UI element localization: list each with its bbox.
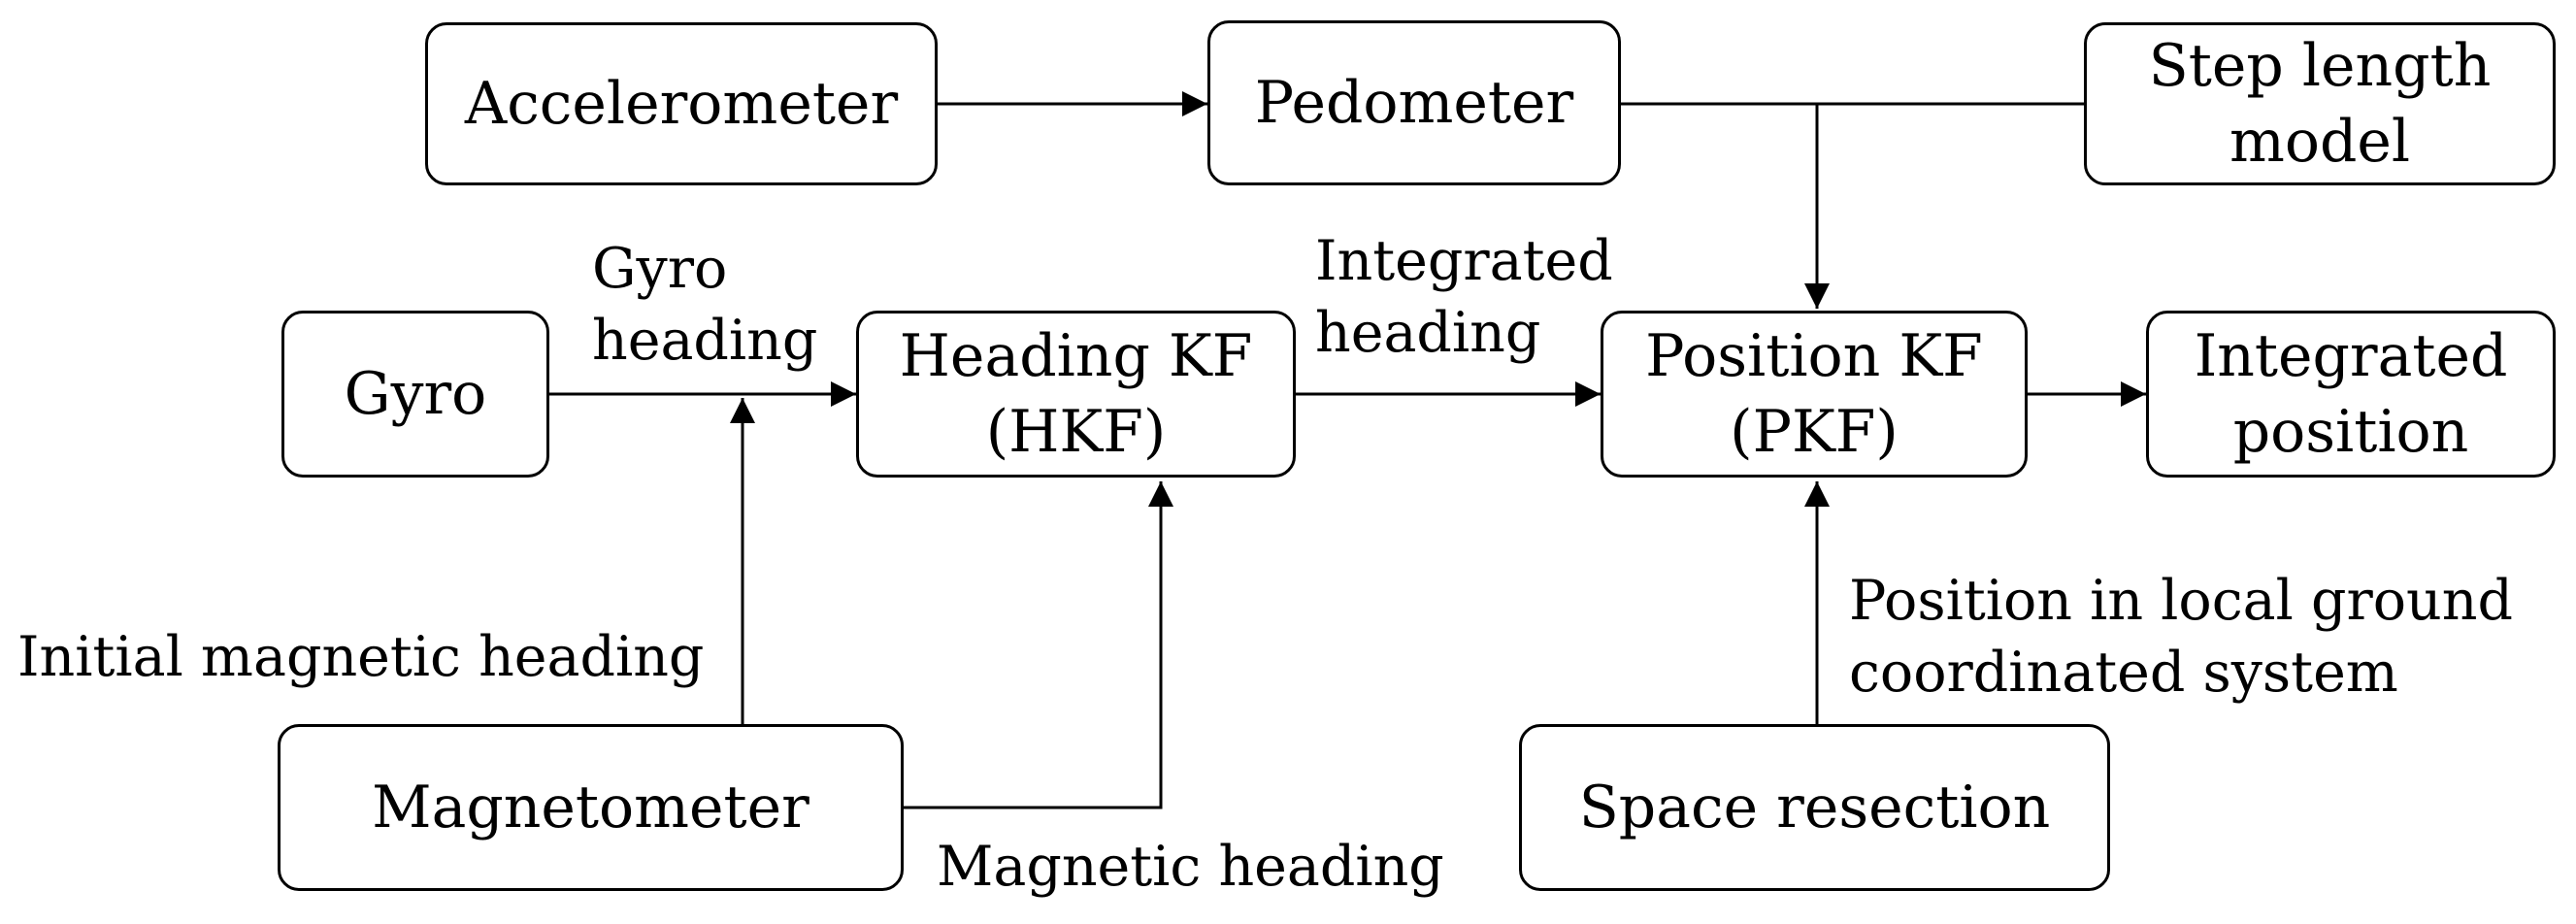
integrated-position-box: Integrated position	[2146, 311, 2556, 478]
heading-kf-box: Heading KF (HKF)	[856, 311, 1296, 478]
arrow-magnetometer-to-heading-kf	[904, 481, 1173, 809]
position-kf-label-line2: (PKF)	[1730, 398, 1899, 466]
gyro-heading-label: Gyro heading	[592, 237, 818, 374]
step-length-model-box: Step length model	[2084, 22, 2556, 185]
integrated-heading-label: Integrated heading	[1315, 229, 1613, 366]
integrated-position-label-line2: position	[2232, 398, 2469, 466]
initial-magnetic-heading-label: Initial magnetic heading	[17, 625, 705, 689]
accelerometer-box: Accelerometer	[425, 22, 938, 185]
heading-kf-label-line1: Heading KF	[899, 322, 1253, 390]
space-resection-label: Space resection	[1578, 774, 2051, 842]
space-resection-box: Space resection	[1519, 724, 2110, 891]
magnetometer-box: Magnetometer	[278, 724, 904, 891]
gyro-box: Gyro	[281, 311, 549, 478]
gyro-label: Gyro	[344, 360, 487, 428]
pedometer-label: Pedometer	[1254, 69, 1574, 137]
heading-kf-label-line2: (HKF)	[985, 398, 1167, 466]
step-length-model-label-line2: model	[2229, 108, 2411, 176]
position-local-label: Position in local ground coordinated sys…	[1849, 569, 2513, 706]
magnetic-heading-label: Magnetic heading	[937, 835, 1444, 899]
integrated-position-label-line1: Integrated	[2194, 322, 2508, 390]
position-kf-label-line1: Position KF	[1645, 322, 1983, 390]
pedometer-box: Pedometer	[1207, 20, 1621, 185]
step-length-model-label-line1: Step length	[2148, 32, 2492, 100]
accelerometer-label: Accelerometer	[464, 70, 899, 138]
magnetometer-label: Magnetometer	[372, 774, 809, 842]
position-kf-box: Position KF (PKF)	[1601, 311, 2028, 478]
